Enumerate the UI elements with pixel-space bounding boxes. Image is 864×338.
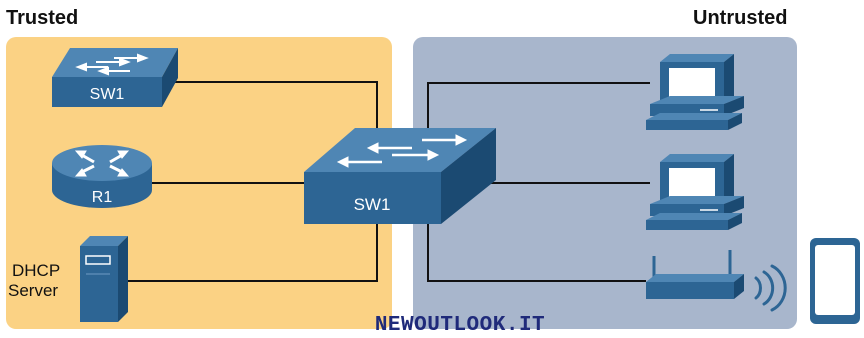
wireless-access-point-icon [646,250,787,312]
dhcp-label-line2: Server [8,281,58,300]
router-label: R1 [92,189,113,206]
router-icon [52,145,152,208]
switch-icon [52,48,178,107]
trusted-zone-title: Trusted [6,7,79,29]
watermark: NEWOUTLOOK.IT [374,314,546,337]
link-dhcp [128,208,378,282]
switch-main-label: SW1 [354,195,391,214]
pc-icon [646,154,744,230]
untrusted-zone-title: Untrusted [693,7,788,29]
server-icon [80,236,128,322]
tablet-icon [810,238,860,324]
switch-icon [304,128,496,224]
pc-icon [646,54,744,130]
dhcp-label-line1: DHCP [12,261,60,280]
switch-small-label: SW1 [90,86,125,103]
